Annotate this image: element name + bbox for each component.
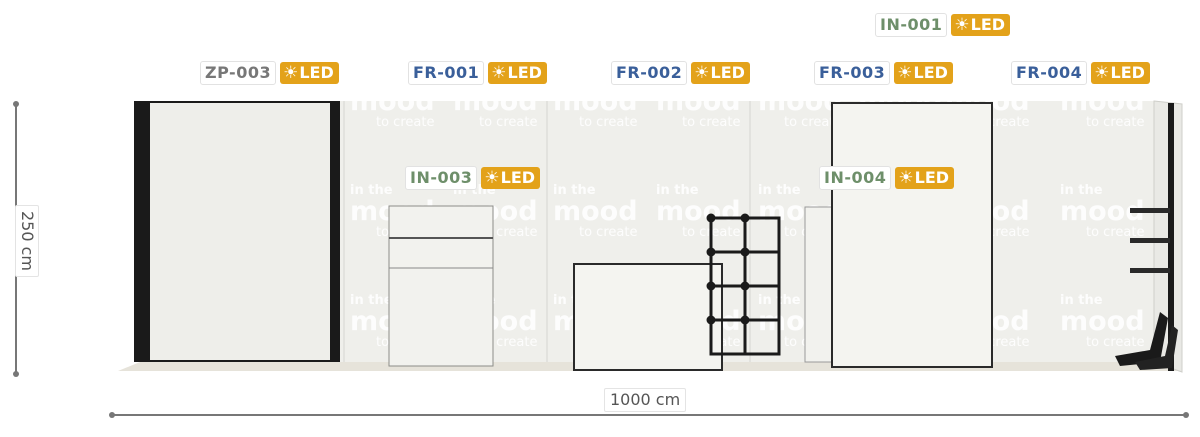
led-badge: ☀LED [488,62,547,84]
watermark-text: mood [656,196,741,227]
led-badge: ☀LED [1091,62,1150,84]
sun-icon: ☀ [897,63,913,83]
tag-in-004: IN-004 ☀LED [819,166,955,190]
watermark-text: in the [150,73,193,88]
watermark-text: mood [758,86,843,117]
watermark-text: in the [1060,183,1103,198]
sun-icon: ☀ [694,63,710,83]
tag-code: FR-003 [814,61,891,85]
cube-joint [706,315,716,325]
watermark-text: to create [579,115,637,130]
counter-fr002 [573,263,723,371]
cube-joint [706,247,716,257]
tag-code: FR-002 [611,61,688,85]
cube-cell [743,318,781,356]
chair [1135,325,1178,370]
tag-in-003: IN-003 ☀LED [405,166,541,190]
tag-code: IN-003 [405,166,478,190]
tag-code: IN-001 [875,13,948,37]
cube-joint [740,247,750,257]
watermark-text: mood [1060,306,1145,337]
watermark-text: in the [656,183,699,198]
width-dimension [109,412,1189,418]
watermark-text: in the [945,73,988,88]
watermark-text: mood [553,196,638,227]
watermark-text: to create [784,115,842,130]
watermark-text: to create [1086,225,1144,240]
watermark-text: mood [656,86,741,117]
tag-in-001: IN-001 ☀LED [875,13,1011,37]
led-badge: ☀LED [691,62,750,84]
shelf [1130,238,1170,243]
sun-icon: ☀ [283,63,299,83]
led-badge: ☀LED [951,14,1011,36]
tall-panel-in004 [831,102,993,368]
cube-joint [740,315,750,325]
tag-fr-003: FR-003 ☀LED [814,61,953,85]
watermark-text: in the [350,73,393,88]
watermark-text: to create [1086,335,1144,350]
led-badge: ☀LED [894,62,953,84]
led-badge: ☀LED [280,62,339,84]
cabinet-in004 [804,206,836,363]
watermark-text: to create [579,225,637,240]
cube-joint [740,213,750,223]
watermark-text: in the [350,183,393,198]
led-badge: ☀LED [481,167,541,189]
watermark-text: mood [1060,86,1145,117]
watermark-text: in the [350,293,393,308]
watermark-text: to create [479,335,537,350]
left-frame-post [134,101,150,362]
sun-icon: ☀ [954,15,970,35]
cube-shelf [706,213,781,356]
watermark-text: to create [479,225,537,240]
tag-zp-003: ZP-003 ☀LED [200,61,339,85]
tag-fr-002: FR-002 ☀LED [611,61,750,85]
led-badge: ☀LED [895,167,955,189]
watermark-text: to create [1086,115,1144,130]
cube-joint [706,281,716,291]
shelf [1130,268,1170,273]
watermark-text: in the [553,183,596,198]
height-label: 250 cm [15,204,40,278]
watermark-text: in the [1060,293,1103,308]
watermark-text: to create [479,115,537,130]
zp-panel [150,103,330,360]
sun-icon: ☀ [898,168,914,188]
watermark-text: mood [350,86,435,117]
width-label: 1000 cm [604,388,687,412]
tag-code: FR-001 [408,61,485,85]
watermark-text: mood [453,86,538,117]
counter-in003 [388,205,494,367]
watermark-text: to create [682,115,740,130]
sun-icon: ☀ [491,63,507,83]
sun-icon: ☀ [1094,63,1110,83]
sun-icon: ☀ [484,168,500,188]
chair [1115,312,1168,366]
watermark-text: in the [553,73,596,88]
watermark-text: mood [553,86,638,117]
watermark-text: to create [376,115,434,130]
tag-fr-004: FR-004 ☀LED [1011,61,1150,85]
tag-code: ZP-003 [200,61,277,85]
tag-code: FR-004 [1011,61,1088,85]
tag-code: IN-004 [819,166,892,190]
tag-fr-001: FR-001 ☀LED [408,61,547,85]
shelf [1130,208,1170,213]
watermark-text: in the [758,73,801,88]
watermark-text: in the [758,183,801,198]
right-post [1168,103,1174,371]
cube-joint [740,281,750,291]
cube-joint [706,213,716,223]
